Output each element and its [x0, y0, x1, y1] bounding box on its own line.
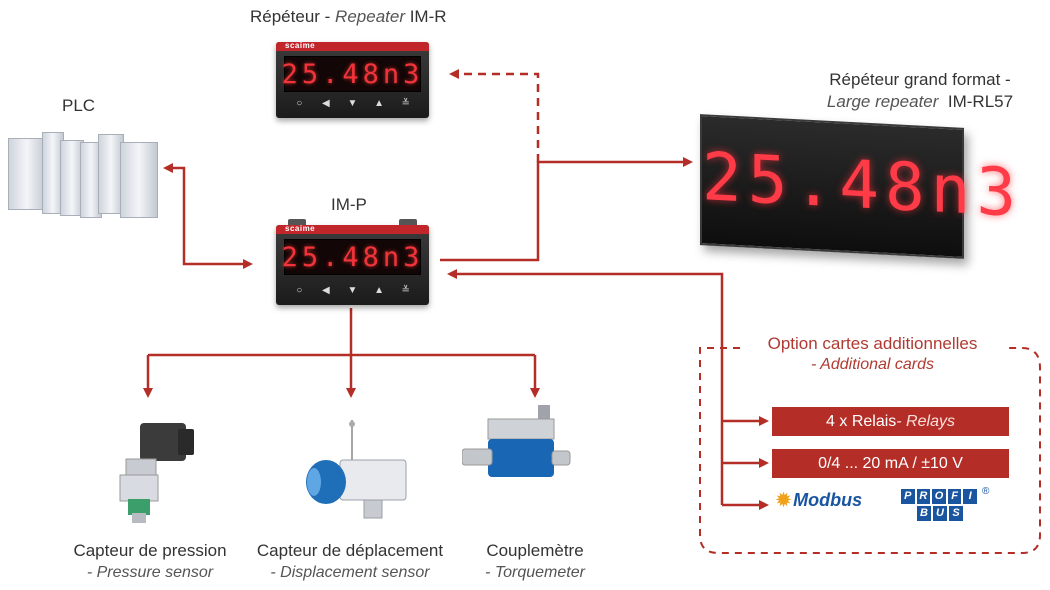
- modbus-logo-text: Modbus: [793, 490, 863, 510]
- analog-card: 0/4 ... 20 mA / ±10 V: [772, 449, 1009, 478]
- down-icon: ▼: [347, 98, 358, 109]
- profi-letter: I: [963, 489, 977, 504]
- repeater-label-model: IM-R: [404, 7, 447, 26]
- imp-screen: 25.48n3: [281, 239, 424, 275]
- registered-mark: ®: [982, 486, 990, 497]
- repeater-label: Répéteur - Repeater IM-R: [250, 7, 447, 27]
- repeater-label-fr: Répéteur: [250, 7, 320, 26]
- up-icon: ▲: [374, 98, 385, 109]
- options-title-fr: Option cartes additionnelles: [767, 334, 978, 353]
- left-icon: ◀: [322, 98, 330, 109]
- mount-clip: [288, 219, 306, 225]
- large-repeater-label-model: IM-RL57: [947, 92, 1014, 111]
- pressure-sensor-label-fr: Capteur de pression: [73, 541, 227, 560]
- modbus-logo: ✹Modbus: [776, 490, 862, 511]
- power-icon: ○: [296, 285, 303, 296]
- large-repeater: 25.48n3: [700, 114, 1023, 259]
- displacement-sensor-label-fr: Capteur de déplacement: [256, 541, 444, 560]
- relays-card-fr: 4 x Relais: [826, 412, 897, 430]
- bus-row: B U S: [916, 505, 978, 522]
- imp-to-repeater-link: [449, 69, 540, 162]
- profi-letter: R: [916, 489, 931, 504]
- repeater-screen: 25.48n3: [281, 56, 424, 92]
- plc-label: PLC: [62, 96, 96, 115]
- imp-display-value: 25.48n3: [281, 241, 424, 273]
- torquemeter-label: Couplemètre - Torquemeter: [455, 541, 615, 582]
- enter-icon: ≚: [401, 98, 410, 109]
- large-repeater-label: Répéteur grand format - Large repeater I…: [795, 70, 1045, 112]
- plc-module: [120, 142, 158, 218]
- plc-module: [8, 138, 46, 210]
- bus-letter: B: [917, 506, 931, 521]
- displacement-sensor-label: Capteur de déplacement - Displacement se…: [240, 541, 460, 582]
- pressure-sensor-image: [119, 423, 194, 523]
- options-title-en: - Additional cards: [810, 356, 935, 373]
- large-repeater-label-fr: Répéteur grand format -: [829, 70, 1011, 89]
- profi-letter: P: [901, 489, 915, 504]
- displacement-sensor-image: [306, 420, 407, 519]
- brand-logo: scaime: [285, 224, 316, 233]
- power-icon: ○: [296, 98, 303, 109]
- profi-row: P R O F I: [900, 488, 978, 505]
- imp-keys: ○ ◀ ▼ ▲ ≚: [286, 283, 419, 299]
- down-icon: ▼: [347, 285, 358, 296]
- profibus-logo: P R O F I B U S: [900, 488, 978, 522]
- brand-strip: scaime: [276, 224, 429, 234]
- imp-to-large-link: [440, 157, 693, 262]
- repeater-meter: scaime 25.48n3 ○ ◀ ▼ ▲ ≚: [276, 41, 429, 118]
- torquemeter-label-fr: Couplemètre: [486, 541, 584, 560]
- imp-meter: scaime 25.48n3 ○ ◀ ▼ ▲ ≚: [276, 219, 429, 305]
- plc-image: [8, 130, 158, 220]
- displacement-sensor-label-en: - Displacement sensor: [270, 564, 430, 581]
- bus-letter: S: [949, 506, 963, 521]
- torquemeter-image: [462, 405, 571, 477]
- pressure-sensor-label-en: - Pressure sensor: [86, 564, 214, 581]
- repeater-label-sep: -: [319, 7, 336, 26]
- pressure-sensor-label: Capteur de pression - Pressure sensor: [50, 541, 250, 582]
- large-repeater-label-en: Large repeater: [826, 92, 939, 111]
- plc-link: [163, 163, 253, 269]
- relays-card: 4 x Relais - Relays: [772, 407, 1009, 436]
- mount-clip: [399, 219, 417, 225]
- imp-label: IM-P: [331, 195, 367, 214]
- repeater-display-value: 25.48n3: [281, 58, 424, 90]
- repeater-keys: ○ ◀ ▼ ▲ ≚: [286, 96, 419, 112]
- brand-logo: scaime: [285, 41, 316, 50]
- profi-letter: F: [947, 489, 962, 504]
- enter-icon: ≚: [401, 285, 410, 296]
- bus-letter: U: [933, 506, 947, 521]
- relays-card-en: - Relays: [896, 412, 955, 430]
- repeater-label-en: Repeater: [335, 7, 405, 26]
- cards-link: [447, 269, 724, 505]
- analog-card-text: 0/4 ... 20 mA / ±10 V: [818, 454, 963, 472]
- options-title: Option cartes additionnelles - Additiona…: [740, 334, 1005, 374]
- left-icon: ◀: [322, 285, 330, 296]
- torquemeter-label-en: - Torquemeter: [485, 564, 585, 581]
- options-box: [699, 347, 1041, 554]
- up-icon: ▲: [374, 285, 385, 296]
- profi-letter: O: [932, 489, 946, 504]
- gear-icon: ✹: [776, 490, 792, 510]
- large-display-value: 25.48n3: [702, 138, 1023, 232]
- brand-strip: scaime: [276, 41, 429, 51]
